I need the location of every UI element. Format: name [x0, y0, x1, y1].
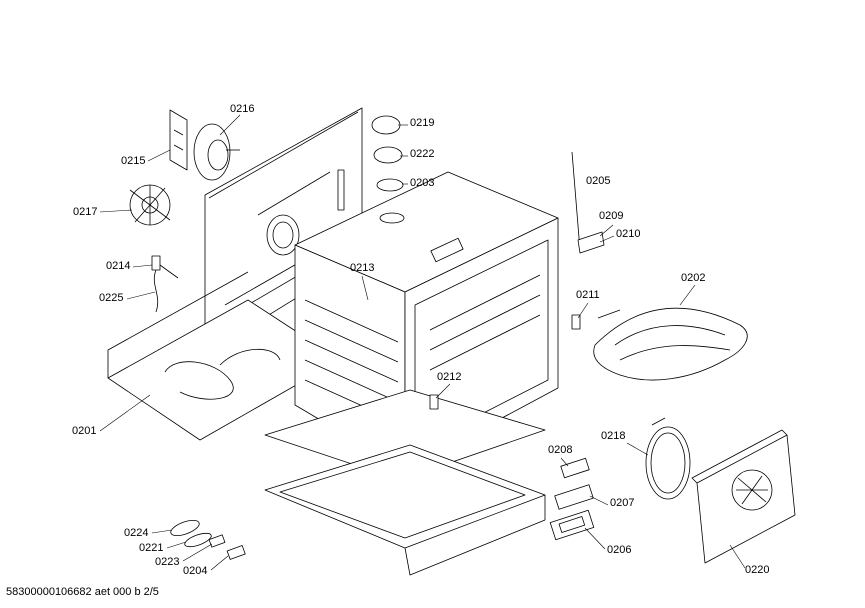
label-0207: 0207 — [610, 497, 635, 509]
label-0220: 0220 — [745, 564, 770, 576]
label-0225: 0225 — [99, 292, 124, 304]
label-0223: 0223 — [155, 556, 180, 568]
label-0211: 0211 — [576, 289, 600, 301]
label-0217: 0217 — [73, 206, 98, 218]
switch-parts — [170, 519, 246, 560]
label-0202: 0202 — [681, 272, 706, 284]
label-0201: 0201 — [72, 425, 97, 437]
leader-lines — [99, 114, 746, 571]
label-0215: 0215 — [121, 155, 146, 167]
top-lamp-parts — [371, 115, 404, 192]
label-0222: 0222 — [410, 148, 435, 160]
label-0212: 0212 — [437, 371, 462, 383]
ring-heater — [645, 417, 691, 500]
label-0214: 0214 — [106, 260, 131, 272]
document-id-footer: 58300000106682 aet 000 b 2/5 — [6, 586, 159, 598]
label-0216: 0216 — [230, 103, 255, 115]
fan-cover — [193, 123, 240, 181]
label-0213: 0213 — [350, 262, 375, 274]
label-0209: 0209 — [599, 210, 624, 222]
fan-bracket — [169, 109, 188, 171]
label-0219: 0219 — [410, 117, 435, 129]
label-0205: 0205 — [586, 175, 611, 187]
fan-motor — [129, 184, 171, 226]
label-0204: 0204 — [183, 565, 208, 577]
temperature-sensor — [151, 255, 179, 313]
label-0203: 0203 — [410, 177, 435, 189]
label-0224: 0224 — [124, 527, 149, 539]
rear-fan-cover — [691, 429, 796, 564]
label-0210: 0210 — [616, 228, 641, 240]
clip-0211 — [571, 314, 581, 330]
label-0218: 0218 — [601, 430, 626, 442]
rod-assembly — [571, 151, 605, 254]
small-frames — [549, 457, 595, 541]
label-0206: 0206 — [607, 544, 632, 556]
clip-0212 — [429, 394, 439, 410]
label-0221: 0221 — [139, 542, 164, 554]
grill-element — [593, 307, 748, 381]
floor-plates — [264, 389, 546, 576]
label-0208: 0208 — [548, 444, 573, 456]
